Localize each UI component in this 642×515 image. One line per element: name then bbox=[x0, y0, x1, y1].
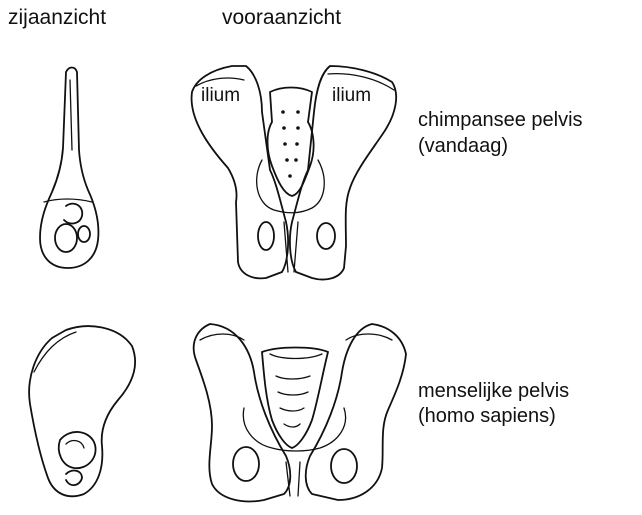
human-front-view-drawing bbox=[194, 324, 406, 501]
chimpanzee-date-label: (vandaag) bbox=[418, 134, 508, 158]
chimpanzee-side-view-drawing bbox=[40, 68, 98, 269]
human-side-view-drawing bbox=[29, 326, 135, 496]
chimpanzee-ilium-right-label: ilium bbox=[332, 84, 371, 108]
chimpanzee-pelvis-label: chimpansee pelvis bbox=[418, 108, 583, 132]
chimpanzee-ilium-left-label: ilium bbox=[201, 84, 240, 108]
human-species-label: (homo sapiens) bbox=[418, 404, 556, 428]
human-pelvis-label: menselijke pelvis bbox=[418, 379, 569, 403]
